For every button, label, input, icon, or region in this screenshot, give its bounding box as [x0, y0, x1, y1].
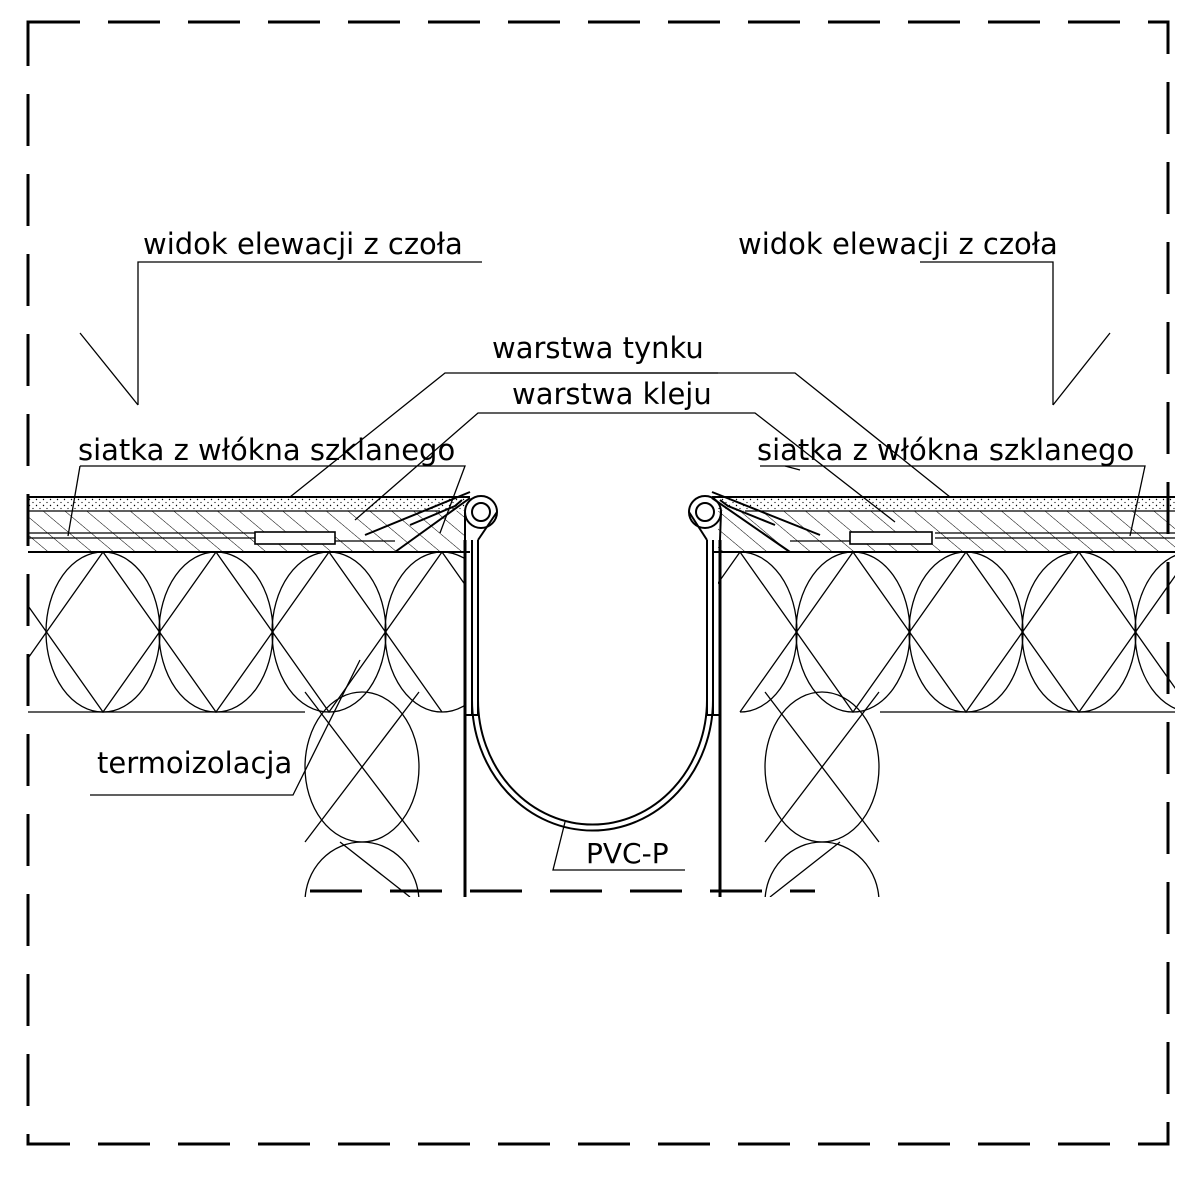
right-layers	[711, 491, 1175, 553]
label-mesh-left: siatka z włókna szklanego	[78, 433, 455, 467]
pvc-expansion-profile	[463, 495, 722, 897]
label-mesh-right: siatka z włókna szklanego	[757, 433, 1134, 467]
label-elevation-left: widok elewacji z czoła	[143, 227, 463, 261]
leaders	[67, 261, 1146, 871]
label-plaster-layer: warstwa tynku	[492, 331, 704, 365]
insulation-left	[28, 552, 465, 897]
left-layers	[28, 491, 471, 553]
label-adhesive-layer: warstwa kleju	[512, 377, 712, 411]
label-profile-material: PVC-P	[586, 837, 669, 870]
labels: widok elewacji z czoła widok elewacji z …	[78, 227, 1134, 870]
label-insulation: termoizolacja	[97, 746, 292, 780]
drawing-frame	[26, 20, 1170, 1146]
insulation-right	[718, 552, 1175, 897]
label-elevation-right: widok elewacji z czoła	[738, 227, 1058, 261]
